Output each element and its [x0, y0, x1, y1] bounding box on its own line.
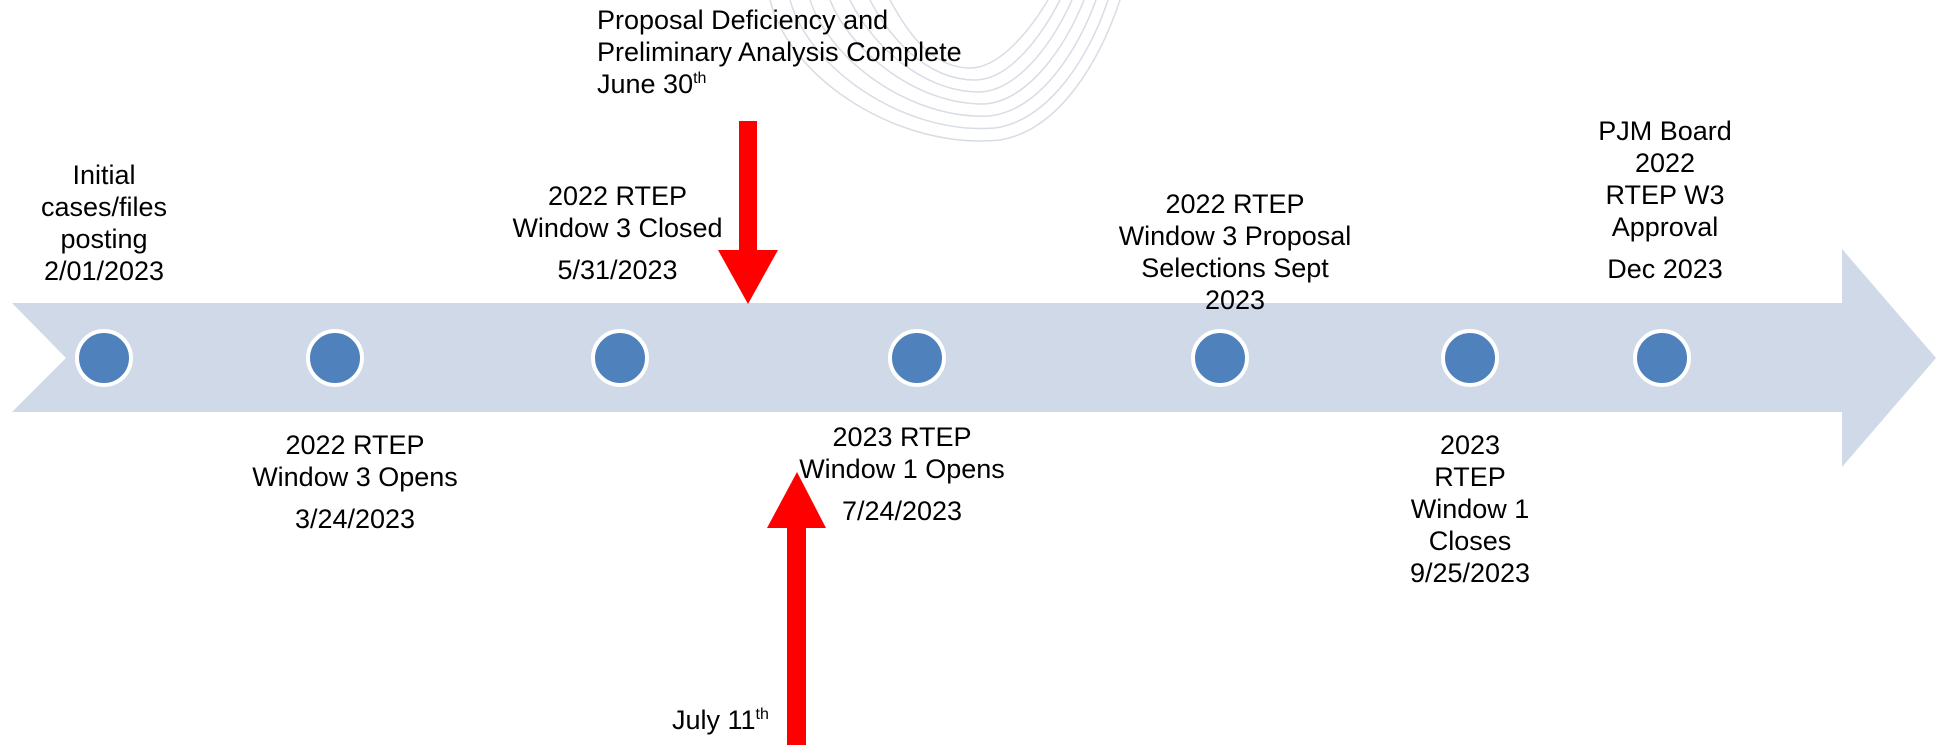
ordinal-suffix: th — [755, 706, 769, 723]
label-line: 9/25/2023 — [1409, 558, 1531, 588]
label-line: 2/01/2023 — [43, 256, 165, 286]
event-2022-window3-selections: 2022 RTEP Window 3 Proposal Selections S… — [1095, 188, 1375, 316]
event-pjm-board-approval: PJM Board 2022 RTEP W3 Approval Dec 2023 — [1565, 115, 1765, 285]
callout-july-11: July 11th — [672, 704, 812, 736]
label-line: 2022 RTEP — [285, 430, 425, 460]
label-line: RTEP — [1434, 462, 1506, 492]
callout-date: July 11 — [672, 705, 756, 735]
timeline-band — [12, 249, 1936, 467]
label-line: 2022 RTEP — [1165, 189, 1305, 219]
milestone-dot — [306, 329, 364, 387]
red-down-arrow — [718, 121, 778, 304]
callout-date: June 30 — [597, 69, 694, 99]
ordinal-suffix: th — [693, 70, 707, 87]
label-line: Approval — [1611, 212, 1719, 242]
milestone-dot — [591, 329, 649, 387]
label-line: Selections Sept — [1141, 253, 1329, 283]
milestone-dot — [888, 329, 946, 387]
red-up-arrow — [767, 472, 826, 745]
milestone-dot — [1191, 329, 1249, 387]
label-line: posting — [60, 224, 148, 254]
decorative-swirl — [769, 0, 1121, 142]
milestone-dot — [75, 329, 133, 387]
event-2023-window1-opens: 2023 RTEP Window 1 Opens 7/24/2023 — [772, 421, 1032, 527]
event-date: 3/24/2023 — [294, 504, 416, 534]
callout-proposal-deficiency: Proposal Deficiency and Preliminary Anal… — [597, 4, 1037, 100]
label-line: 2023 — [1439, 430, 1501, 460]
event-date: 7/24/2023 — [841, 496, 963, 526]
label-line: 2022 RTEP — [547, 181, 688, 211]
event-date: Dec 2023 — [1607, 254, 1723, 284]
milestone-dot — [1441, 329, 1499, 387]
label-line: Closes — [1428, 526, 1512, 556]
event-2022-window3-opens: 2022 RTEP Window 3 Opens 3/24/2023 — [225, 429, 485, 535]
label-line: Window 1 Opens — [799, 454, 1005, 484]
label-line: 2022 — [1634, 148, 1696, 178]
label-line: Window 3 Proposal — [1118, 221, 1352, 251]
label-line: 2023 — [1204, 285, 1266, 315]
event-2022-window3-closed: 2022 RTEP Window 3 Closed 5/31/2023 — [485, 180, 750, 286]
label-line: Window 1 — [1410, 494, 1530, 524]
label-line: Proposal Deficiency and — [597, 5, 889, 35]
event-date: 5/31/2023 — [557, 255, 678, 285]
label-line: Initial — [72, 160, 136, 190]
milestone-dots — [75, 329, 1691, 387]
milestone-dot — [1633, 329, 1691, 387]
event-initial-posting: Initial cases/files posting 2/01/2023 — [14, 159, 194, 287]
label-line: PJM Board — [1598, 116, 1732, 146]
label-line: Window 3 Closed — [512, 213, 723, 243]
event-2023-window1-closes: 2023 RTEP Window 1 Closes 9/25/2023 — [1380, 429, 1560, 589]
label-line: RTEP W3 — [1605, 180, 1725, 210]
label-line: cases/files — [40, 192, 168, 222]
label-line: Window 3 Opens — [252, 462, 458, 492]
label-line: 2023 RTEP — [832, 422, 972, 452]
label-line: Preliminary Analysis Complete — [597, 37, 962, 67]
